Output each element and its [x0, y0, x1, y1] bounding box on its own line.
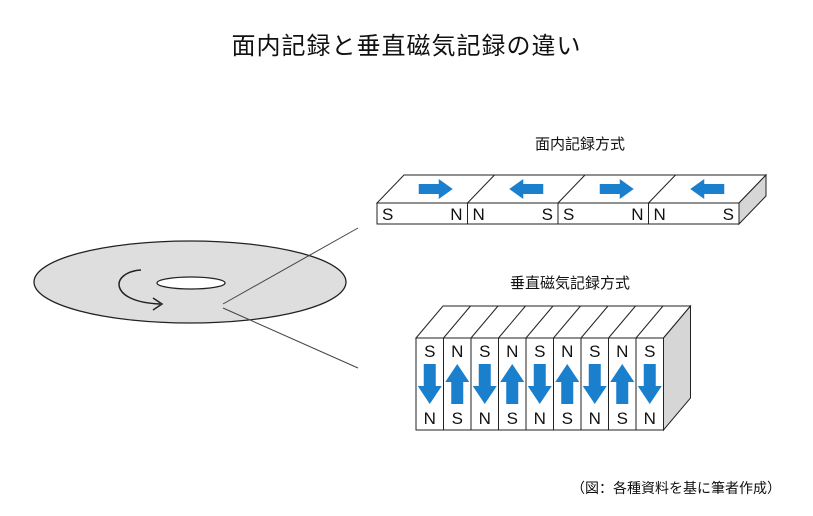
arrow-down-icon: [637, 364, 662, 404]
pole-top: N: [506, 342, 518, 361]
pole-right: N: [450, 205, 462, 224]
pole-top: N: [561, 342, 573, 361]
source-caption: （図：各種資料を基に筆者作成）: [571, 481, 781, 497]
rotation-arrowhead-icon: [152, 297, 164, 311]
leader-line-top: [222, 227, 359, 305]
pole-right: N: [631, 205, 643, 224]
pole-top: S: [534, 342, 545, 361]
arrow-up-icon: [445, 364, 470, 404]
pole-bottom: N: [534, 409, 546, 428]
pole-bottom: N: [644, 409, 656, 428]
pole-left: N: [473, 205, 485, 224]
pole-bottom: S: [617, 409, 628, 428]
perpendicular-cell: SN: [580, 305, 609, 431]
pole-top: S: [424, 342, 435, 361]
arrow-left-icon: [509, 179, 544, 199]
pole-left: N: [654, 205, 666, 224]
arrow-up-icon: [555, 364, 580, 404]
pole-bottom: N: [424, 409, 436, 428]
cell-divider: [648, 174, 676, 204]
pole-right: S: [723, 205, 734, 224]
cell-divider: [635, 305, 664, 339]
arrow-up-icon: [610, 364, 635, 404]
pole-top: N: [616, 342, 628, 361]
cell-divider: [525, 305, 554, 339]
perpendicular-cell: SN: [525, 305, 554, 431]
cell-front: [648, 202, 740, 225]
cell-divider: [443, 305, 471, 339]
perpendicular-cell: SN: [470, 305, 499, 431]
perpendicular-cell: NS: [608, 305, 637, 431]
pole-left: S: [563, 205, 574, 224]
pole-bottom: S: [507, 409, 518, 428]
disk-hole: [156, 276, 226, 290]
cell-divider: [557, 174, 586, 204]
arrow-right-icon: [599, 179, 634, 199]
leader-line-bottom: [222, 307, 359, 369]
cell-divider: [467, 174, 495, 204]
cell-divider: [608, 305, 636, 339]
arrow-down-icon: [472, 364, 497, 404]
perpendicular-cell: NS: [443, 305, 472, 431]
cell-divider: [498, 305, 526, 339]
pole-left: S: [382, 205, 393, 224]
pole-bottom: N: [589, 409, 601, 428]
pole-bottom: S: [562, 409, 573, 428]
diagram-title: 面内記録と垂直磁気記録の違い: [231, 32, 582, 60]
pole-top: S: [589, 342, 600, 361]
cell-divider: [580, 305, 609, 339]
pole-bottom: N: [479, 409, 491, 428]
perpendicular-cell: NS: [553, 305, 582, 431]
arrow-up-icon: [500, 364, 525, 404]
pole-top: S: [479, 342, 490, 361]
pole-right: S: [542, 205, 553, 224]
pole-top: N: [451, 342, 463, 361]
pole-top: S: [644, 342, 655, 361]
cell-divider: [553, 305, 581, 339]
perpendicular-cell: SN: [415, 337, 444, 431]
arrow-down-icon: [527, 364, 552, 404]
cell-divider: [470, 305, 499, 339]
arrow-down-icon: [417, 364, 442, 404]
perpendicular-cell: SN: [635, 305, 664, 431]
pole-bottom: S: [452, 409, 463, 428]
longitudinal-label: 面内記録方式: [534, 135, 625, 153]
arrow-left-icon: [690, 179, 725, 199]
disk: [33, 240, 347, 324]
rotation-arrow-icon: [118, 269, 161, 305]
perpendicular-label: 垂直磁気記録方式: [509, 274, 630, 292]
arrow-down-icon: [582, 364, 607, 404]
perpendicular-cell: NS: [498, 305, 527, 431]
arrow-right-icon: [418, 179, 453, 199]
